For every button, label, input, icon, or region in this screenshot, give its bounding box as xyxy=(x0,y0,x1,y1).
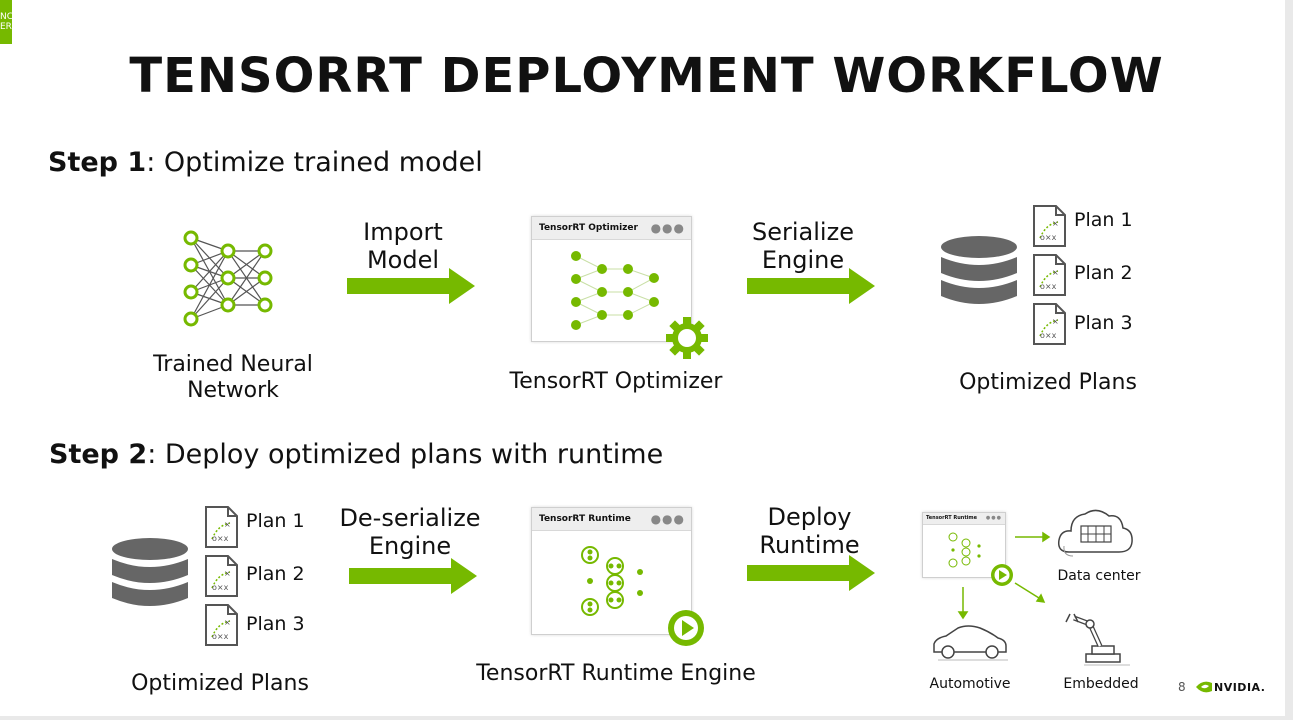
network-label-line1: Trained Neural xyxy=(153,352,313,377)
optimizer-window: TensorRT Optimizer ●●● xyxy=(531,216,692,342)
corner-text-1: NC xyxy=(0,12,12,22)
embedded-label: Embedded xyxy=(1063,676,1139,692)
svg-text:o×x: o×x xyxy=(212,583,229,592)
svg-text:o×x: o×x xyxy=(1040,331,1057,340)
step2-heading: Step 2: Deploy optimized plans with runt… xyxy=(49,439,663,470)
step2-prefix: Step 2 xyxy=(49,439,148,470)
deserialize-engine-label: De-serialize Engine xyxy=(330,504,490,560)
database-icon xyxy=(941,236,1017,304)
runtime-network-icon xyxy=(581,546,643,616)
serialize-label-line1: Serialize xyxy=(752,218,854,246)
plan-document-icon: o×x × xyxy=(205,506,238,548)
plan-document-icon: o×x × xyxy=(1033,254,1066,296)
page-number: 8 xyxy=(1178,680,1186,694)
plan-3-label: Plan 3 xyxy=(1074,312,1133,334)
svg-text:×: × xyxy=(224,569,231,578)
import-label-line1: Import xyxy=(363,218,443,246)
deploy-arrow-icon xyxy=(747,555,875,591)
plan-1-label: Plan 1 xyxy=(1074,209,1133,231)
plan-3-label: Plan 3 xyxy=(246,613,305,635)
mini-runtime-window: TensorRT Runtime ●●● xyxy=(922,512,1006,578)
corner-text-2: ER xyxy=(0,22,12,32)
svg-text:o×x: o×x xyxy=(1040,233,1057,242)
slide-title: TENSORRT DEPLOYMENT WORKFLOW xyxy=(129,48,1164,104)
deserialize-label-line2: Engine xyxy=(368,532,452,560)
robot-arm-icon xyxy=(1065,613,1130,666)
window-dots-icon: ●●● xyxy=(650,221,685,235)
optimized-plans-label: Optimized Plans xyxy=(131,671,309,696)
deploy-label-line1: Deploy xyxy=(767,503,852,531)
svg-text:o×x: o×x xyxy=(212,534,229,543)
runtime-window-title: TensorRT Runtime xyxy=(539,514,631,524)
data-center-label: Data center xyxy=(1057,568,1141,584)
serialize-label-line2: Engine xyxy=(761,246,845,274)
gear-icon xyxy=(666,317,708,359)
svg-text:×: × xyxy=(1052,219,1059,228)
window-dots-icon: ●●● xyxy=(650,512,685,526)
window-dots-icon: ●●● xyxy=(985,515,1002,521)
neural-network-icon xyxy=(183,230,273,327)
step2-text: : Deploy optimized plans with runtime xyxy=(147,439,664,470)
deploy-runtime-label: Deploy Runtime xyxy=(737,503,882,559)
step1-text: : Optimize trained model xyxy=(146,147,483,178)
import-model-label: Import Model xyxy=(333,218,473,274)
step1-heading: Step 1: Optimize trained model xyxy=(48,147,483,178)
optimizer-window-title: TensorRT Optimizer xyxy=(539,223,638,233)
network-label-line2: Network xyxy=(187,378,279,403)
nvidia-brand-text: NVIDIA. xyxy=(1214,681,1266,694)
mini-network-icon xyxy=(948,532,981,568)
deploy-target-arrows xyxy=(957,531,1051,620)
optimizer-label: TensorRT Optimizer xyxy=(509,369,723,394)
svg-text:o×x: o×x xyxy=(212,632,229,641)
play-icon xyxy=(991,564,1013,586)
svg-text:o×x: o×x xyxy=(1040,282,1057,291)
svg-text:×: × xyxy=(224,618,231,627)
optimizer-network-icon xyxy=(571,251,659,330)
cloud-server-icon xyxy=(1057,509,1133,557)
svg-text:×: × xyxy=(224,520,231,529)
network-label: Trained Neural Network xyxy=(133,352,333,404)
plan-document-icon: o×x × xyxy=(205,555,238,597)
deserialize-label-line1: De-serialize xyxy=(339,504,481,532)
step1-prefix: Step 1 xyxy=(48,147,147,178)
plan-1-label: Plan 1 xyxy=(246,510,305,532)
play-icon xyxy=(668,610,704,646)
deserialize-arrow-icon xyxy=(349,558,477,594)
import-label-line2: Model xyxy=(366,246,440,274)
serialize-engine-label: Serialize Engine xyxy=(733,218,873,274)
plan-2-label: Plan 2 xyxy=(246,563,305,585)
database-icon xyxy=(112,538,188,606)
automotive-label: Automotive xyxy=(929,676,1011,692)
runtime-window: TensorRT Runtime ●●● xyxy=(531,507,692,635)
optimized-plans-label: Optimized Plans xyxy=(959,370,1137,395)
mini-window-title: TensorRT Runtime xyxy=(926,515,978,521)
plan-document-icon: o×x × xyxy=(1033,205,1066,247)
runtime-label: TensorRT Runtime Engine xyxy=(476,661,756,686)
deploy-label-line2: Runtime xyxy=(759,531,860,559)
nvidia-eye-logo-icon xyxy=(1196,681,1212,693)
svg-text:×: × xyxy=(1052,268,1059,277)
plan-document-icon: o×x × xyxy=(1033,303,1066,345)
car-icon xyxy=(933,625,1008,661)
plan-2-label: Plan 2 xyxy=(1074,262,1133,284)
serialize-arrow-icon xyxy=(747,268,875,304)
svg-text:×: × xyxy=(1052,317,1059,326)
import-arrow-icon xyxy=(347,268,475,304)
plan-document-icon: o×x × xyxy=(205,604,238,646)
corner-logo-fragment: NC ER xyxy=(0,0,12,44)
